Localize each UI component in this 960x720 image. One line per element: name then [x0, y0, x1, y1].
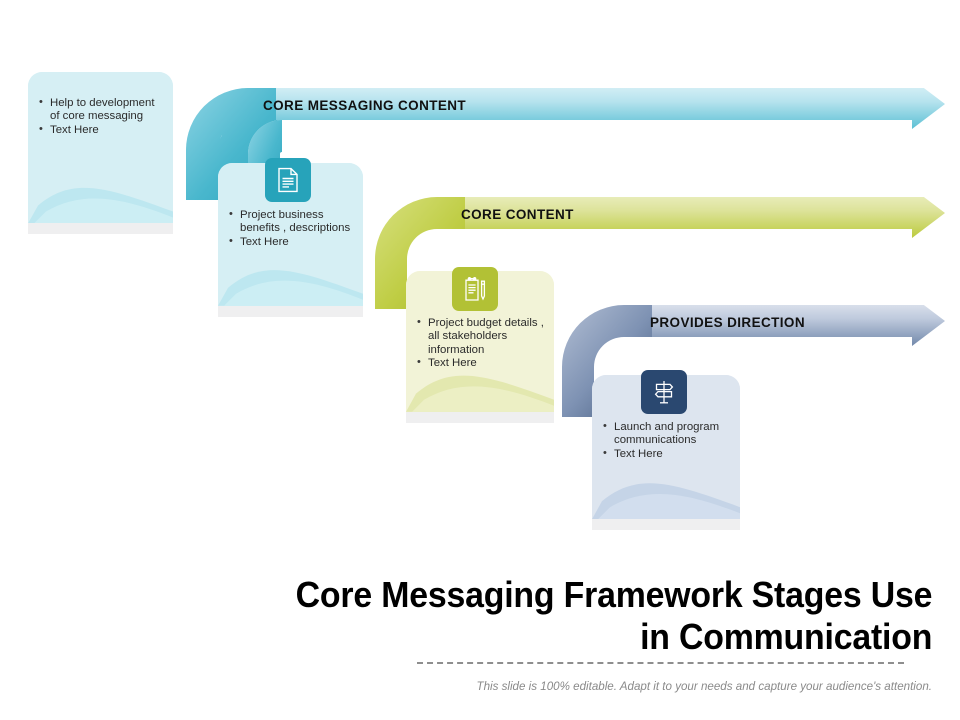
- card-3-decorative-swoosh: [406, 347, 554, 412]
- stage-banner-label-3: PROVIDES DIRECTION: [650, 315, 805, 330]
- page-title: Core Messaging Framework Stages Use in C…: [295, 574, 932, 658]
- card-1-bullet-2: Text Here: [39, 123, 165, 137]
- stage-banner-2: [375, 197, 950, 309]
- card-1-decorative-swoosh: [28, 154, 173, 223]
- card-3-bullet-1: Project budget details , all stakeholder…: [417, 316, 548, 357]
- card-3-bullet-2: Text Here: [417, 356, 548, 370]
- stage-banner-label-1: CORE MESSAGING CONTENT: [263, 98, 467, 113]
- card-2-decorative-swoosh: [218, 240, 363, 306]
- card-shadow-4: [592, 518, 740, 530]
- card-1-body: [28, 72, 173, 223]
- card-shadow-3: [406, 411, 554, 423]
- page-title-line-2: in Communication: [639, 616, 932, 657]
- signpost-direction-icon: [641, 370, 687, 414]
- card-4-bullet-2: Text Here: [603, 447, 734, 461]
- card-shadow-1: [28, 222, 173, 234]
- page-title-line-1: Core Messaging Framework Stages Use: [295, 574, 932, 615]
- card-2-bullets: Project business benefits , descriptions…: [229, 208, 355, 249]
- document-lines-icon: [265, 158, 311, 202]
- card-1-bullet-1: Help to development of core messaging: [39, 96, 165, 124]
- card-1-bullets: Help to development of core messaging Te…: [39, 96, 165, 137]
- stage-card-1[interactable]: Help to development of core messaging Te…: [28, 72, 173, 223]
- card-4-decorative-swoosh: [592, 453, 740, 519]
- card-2-bullet-2: Text Here: [229, 235, 355, 249]
- card-3-bullets: Project budget details , all stakeholder…: [417, 316, 548, 371]
- card-2-bullet-1: Project business benefits , descriptions: [229, 208, 355, 236]
- stage-banner-3: [562, 305, 950, 417]
- card-4-bullet-1: Launch and program communications: [603, 420, 734, 448]
- stage-banner-label-2: CORE CONTENT: [461, 207, 574, 222]
- stage-card-2[interactable]: Project business benefits , descriptions…: [218, 163, 363, 306]
- slide-subtitle: This slide is 100% editable. Adapt it to…: [476, 680, 932, 693]
- card-4-bullets: Launch and program communications Text H…: [603, 420, 734, 461]
- stage-banner-1: [186, 88, 950, 200]
- clipboard-pencil-icon: [452, 267, 498, 311]
- card-shadow-2: [218, 305, 363, 317]
- title-divider: [417, 662, 904, 664]
